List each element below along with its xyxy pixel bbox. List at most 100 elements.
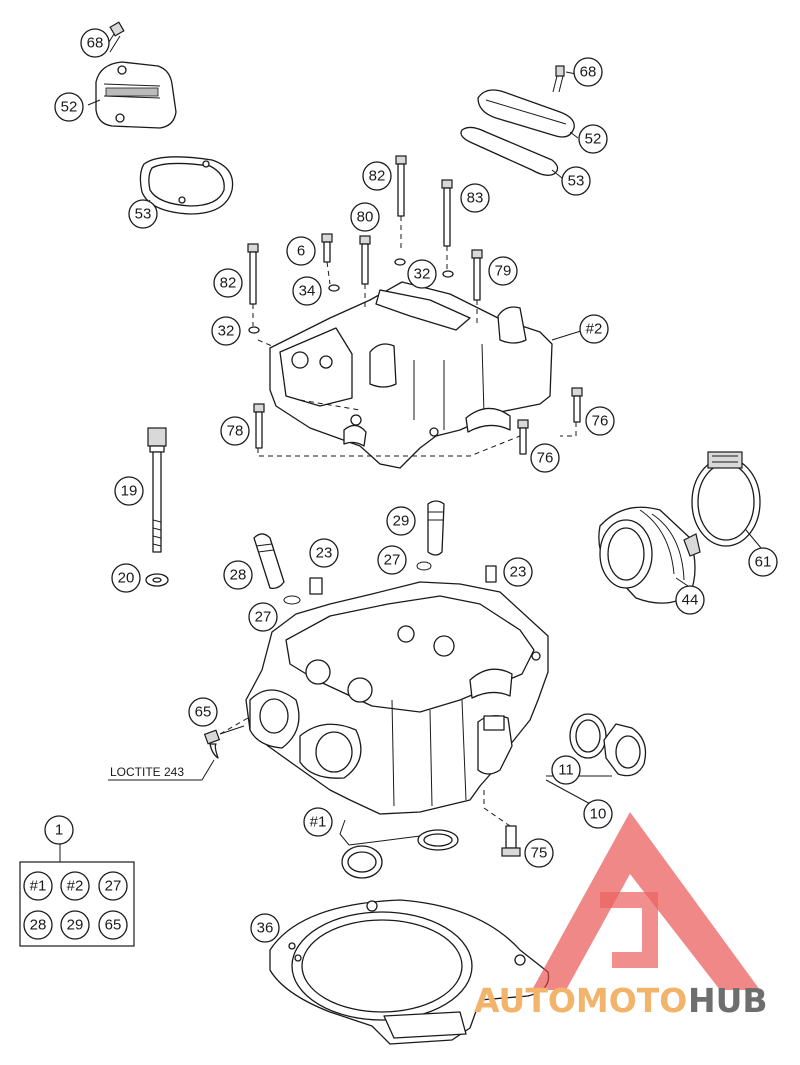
plug-screw-65	[203, 729, 221, 759]
callout-28a: 28	[223, 560, 253, 590]
watermark-text-part2: HUB	[688, 981, 768, 1020]
svg-text:6: 6	[297, 243, 305, 260]
callout-34: 34	[292, 276, 322, 306]
bolt-82-left	[247, 243, 259, 305]
svg-text:82: 82	[220, 275, 237, 292]
svg-text:32: 32	[414, 266, 431, 283]
svg-text:76: 76	[592, 413, 609, 430]
valve-cover-left	[95, 61, 177, 129]
callout-27a: 27	[377, 545, 407, 575]
bolt-75	[501, 825, 521, 857]
svg-text:44: 44	[682, 592, 699, 609]
callout-10: 10	[583, 799, 613, 829]
callout-52a: 52	[54, 92, 84, 122]
kit-callout-29: 29	[60, 910, 90, 940]
svg-text:23: 23	[316, 545, 333, 562]
svg-text:61: 61	[755, 554, 772, 571]
bolt-82-top	[395, 155, 407, 217]
callout-82b: 82	[213, 268, 243, 298]
svg-text:23: 23	[510, 564, 527, 581]
callout-65a: 65	[188, 697, 218, 727]
callout-hash2: #2	[579, 314, 609, 344]
callout-23a: 23	[309, 538, 339, 568]
svg-text:53: 53	[568, 173, 585, 190]
svg-text:68: 68	[87, 35, 104, 52]
kit-callout-27: 27	[98, 871, 128, 901]
head-bolt-19	[147, 427, 167, 553]
svg-text:68: 68	[580, 64, 597, 81]
svg-text:29: 29	[393, 513, 410, 530]
svg-text:34: 34	[299, 283, 316, 300]
exhaust-seals	[341, 829, 459, 879]
callout-1: 1	[44, 815, 74, 845]
washers-32-34	[248, 258, 454, 334]
callout-61: 61	[748, 547, 778, 577]
kit-callout-hash1: #1	[23, 871, 53, 901]
callout-23b: 23	[503, 557, 533, 587]
dowels-23	[309, 565, 497, 595]
svg-text:#2: #2	[67, 878, 84, 895]
svg-text:28: 28	[230, 567, 247, 584]
callout-53b: 53	[561, 166, 591, 196]
bolts-76	[517, 387, 583, 455]
head-gasket-36	[269, 899, 550, 1045]
guide-29	[427, 500, 445, 556]
intake-manifold-44	[598, 506, 701, 604]
svg-text:29: 29	[67, 917, 84, 934]
hose-clamp-61	[691, 451, 761, 547]
callout-80: 80	[350, 202, 380, 232]
callout-83: 83	[460, 183, 490, 213]
svg-text:75: 75	[531, 845, 548, 862]
bolt-6	[321, 233, 333, 263]
bolt-83	[441, 179, 453, 247]
callout-36: 36	[250, 913, 280, 943]
callout-20: 20	[111, 563, 141, 593]
svg-text:32: 32	[218, 323, 235, 340]
callout-hash1: #1	[303, 807, 333, 837]
svg-text:52: 52	[585, 131, 602, 148]
valve-cover-right	[477, 89, 575, 138]
callout-32a: 32	[407, 259, 437, 289]
svg-text:28: 28	[30, 917, 47, 934]
svg-text:#2: #2	[586, 321, 603, 338]
svg-text:19: 19	[121, 483, 138, 500]
kit-callout-28: 28	[23, 910, 53, 940]
callout-76b: 76	[530, 443, 560, 473]
svg-text:65: 65	[195, 704, 212, 721]
bolt-79	[471, 249, 483, 301]
svg-text:10: 10	[590, 806, 607, 823]
bolt-68-left	[103, 21, 125, 53]
bolt-78	[253, 403, 265, 449]
callout-75: 75	[524, 838, 554, 868]
callout-32b: 32	[211, 316, 241, 346]
callout-27b: 27	[248, 602, 278, 632]
cylinder-head	[245, 581, 549, 815]
watermark-triangle-icon	[532, 812, 760, 990]
watermark-text-part1: AUTOMOTO	[474, 981, 687, 1020]
svg-text:11: 11	[558, 762, 574, 779]
loctite-note: LOCTITE 243	[110, 765, 184, 779]
gasket-53-left	[139, 156, 234, 215]
callout-76a: 76	[585, 406, 615, 436]
callout-53a: 53	[128, 199, 158, 229]
callout-52b: 52	[578, 124, 608, 154]
svg-text:65: 65	[105, 917, 122, 934]
svg-text:79: 79	[495, 263, 512, 280]
guide-28	[253, 533, 285, 590]
svg-text:#1: #1	[30, 878, 47, 895]
svg-text:1: 1	[55, 822, 63, 839]
callout-68b: 68	[573, 57, 603, 87]
svg-text:#1: #1	[310, 814, 327, 831]
seals-27	[283, 561, 432, 605]
svg-text:83: 83	[467, 190, 484, 207]
watermark-logo	[532, 812, 760, 990]
svg-text:20: 20	[118, 570, 135, 587]
svg-text:27: 27	[105, 878, 122, 895]
callout-82a: 82	[362, 161, 392, 191]
washer-20	[145, 573, 169, 587]
callout-79: 79	[488, 256, 518, 286]
svg-text:27: 27	[255, 609, 272, 626]
kit-callout-hash2: #2	[60, 871, 90, 901]
kit-callout-65: 65	[98, 910, 128, 940]
